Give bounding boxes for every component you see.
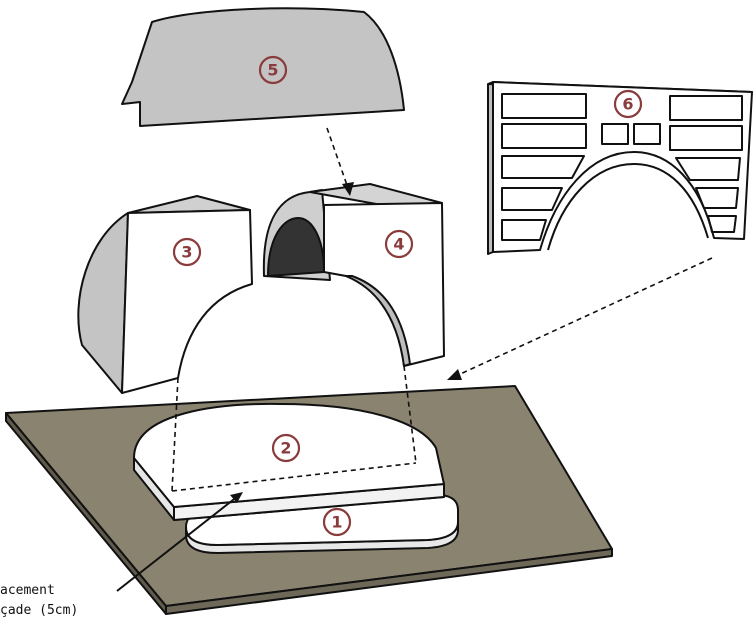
part-3-number: 3 — [181, 243, 192, 262]
part-2-number: 2 — [280, 439, 291, 458]
part-3-left-dome-block — [78, 196, 252, 393]
part-1-number: 1 — [331, 513, 342, 532]
part-5-number: 5 — [267, 61, 278, 80]
part-5-dome-cap — [122, 8, 404, 126]
annotation-line-1: acement — [0, 583, 55, 598]
arrow-dome-cap-to-blocks — [327, 128, 348, 188]
arrow-facade-to-oven — [456, 258, 712, 376]
part-6-number: 6 — [622, 95, 633, 114]
part-3-front-face — [122, 210, 252, 393]
annotation-line-2: çade (5cm) — [0, 603, 78, 618]
part-4-right-dome-block — [264, 184, 444, 366]
part-3-curved-shell — [78, 213, 128, 393]
part-5-cap-shape — [122, 8, 404, 126]
part-4-top-face — [310, 184, 442, 205]
part-4-front-face — [324, 203, 444, 366]
arrow-facade-head — [447, 369, 462, 380]
part-6-facade — [488, 82, 752, 254]
part-4-number: 4 — [393, 235, 404, 254]
